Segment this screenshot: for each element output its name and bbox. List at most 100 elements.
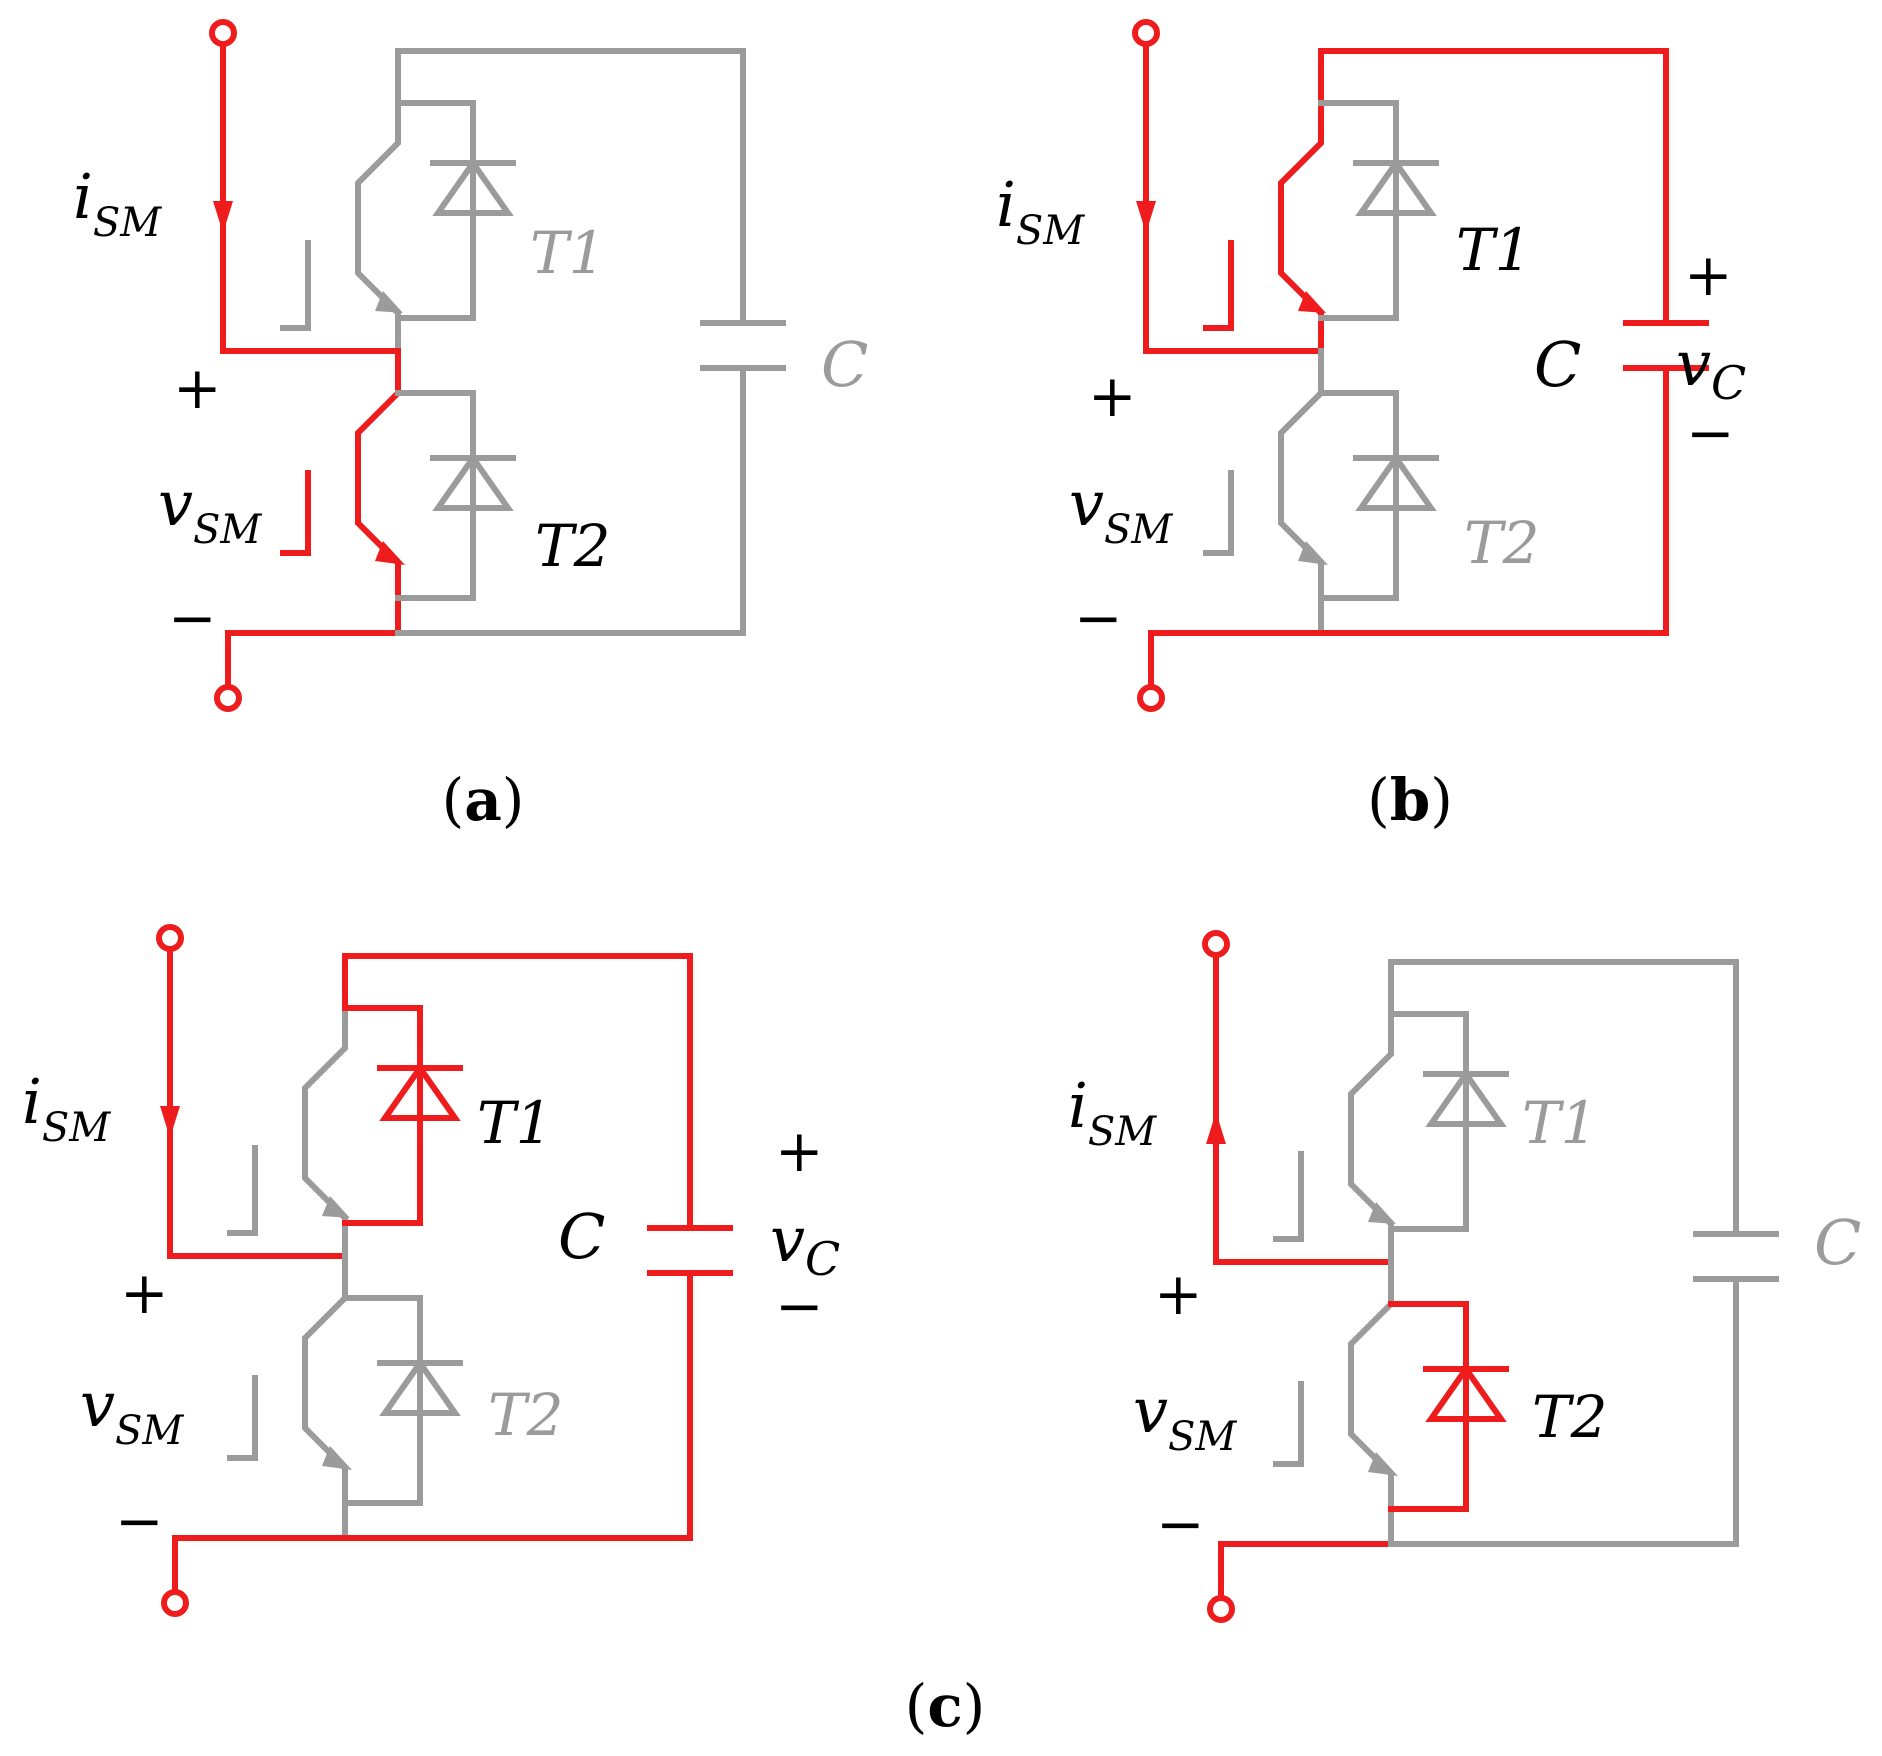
t2-igbt: [302, 1253, 348, 1541]
minus-sign: −: [1156, 1490, 1205, 1558]
plus-sign: +: [173, 354, 222, 422]
cap-top-wire: [395, 48, 746, 326]
external-wire: [1143, 41, 1324, 354]
t2-gate: [227, 1375, 258, 1461]
cap-bottom-wire: [342, 1270, 693, 1541]
capacitor-label: C: [1534, 328, 1581, 401]
cap-top-wire: [1388, 959, 1739, 1237]
t1-diode-icon: [1355, 157, 1437, 216]
arrow-down-icon: [1136, 201, 1156, 233]
t1-igbt: [1278, 100, 1324, 354]
bottom-terminal-icon: [214, 684, 242, 712]
t1-emitter-arrow-icon: [1368, 1202, 1396, 1224]
vc-minus-sign: −: [1686, 399, 1735, 467]
cap-bottom-wire: [1388, 1276, 1739, 1547]
t1-label: T1: [477, 1089, 553, 1157]
vc-label: vC: [770, 1203, 840, 1286]
arrow-up-icon: [1206, 1112, 1226, 1144]
t2-diode-wire: [1318, 390, 1399, 601]
t1-diode-icon: [432, 157, 514, 216]
panel-a: [209, 19, 786, 712]
t2-diode-icon: [1355, 452, 1437, 511]
caption-a: (a): [442, 766, 525, 834]
cap-bottom-wire: [395, 365, 746, 636]
t1-diode-icon: [379, 1062, 461, 1121]
t1-emitter-arrow-icon: [1298, 291, 1326, 313]
minus-sign: −: [1074, 584, 1123, 652]
t1-emitter-arrow-icon: [322, 1196, 350, 1218]
panel-c-right: [1202, 930, 1779, 1623]
t2-gate: [1273, 1381, 1304, 1467]
top-terminal-icon: [209, 19, 237, 47]
vc-label: vC: [1676, 327, 1746, 410]
t1-emitter-arrow-icon: [375, 291, 403, 313]
capacitor-label: C: [1814, 1206, 1861, 1279]
labels-b: iSM + vSM − T1 T2 C + vC −: [996, 168, 1746, 652]
t1-diode-icon: [1425, 1068, 1507, 1127]
external-wire: [220, 41, 401, 354]
t2-gate: [280, 470, 311, 556]
t2-gate: [1203, 470, 1234, 556]
bottom-wire: [1218, 1541, 1394, 1599]
t2-igbt: [1348, 1259, 1394, 1547]
t2-diode-icon: [1425, 1363, 1507, 1422]
plus-sign: +: [1088, 362, 1137, 430]
t1-gate: [227, 1145, 258, 1236]
vc-plus-sign: +: [1684, 241, 1733, 309]
current-label: iSM: [996, 168, 1085, 254]
current-label: iSM: [1068, 1069, 1157, 1155]
t2-igbt: [1278, 348, 1324, 636]
minus-sign: −: [168, 584, 217, 652]
voltage-label: vSM: [1069, 467, 1173, 553]
panel-b: [1132, 19, 1709, 712]
t2-diode-wire: [342, 1295, 423, 1506]
top-terminal-icon: [156, 924, 184, 952]
t2-label: T2: [488, 1381, 564, 1449]
current-label: iSM: [22, 1065, 111, 1151]
t2-emitter-arrow-icon: [375, 541, 405, 565]
t2-label: T2: [535, 512, 611, 580]
t2-diode-wire: [1388, 1301, 1469, 1512]
bottom-terminal-icon: [1207, 1595, 1235, 1623]
plus-sign: +: [1154, 1260, 1203, 1328]
t1-igbt: [302, 1005, 348, 1259]
caption-b: (b): [1367, 766, 1453, 834]
t2-emitter-arrow-icon: [1368, 1452, 1398, 1476]
minus-sign: −: [115, 1487, 164, 1555]
voltage-label: vSM: [1133, 1374, 1237, 1460]
t1-gate: [280, 240, 311, 331]
vc-plus-sign: +: [775, 1117, 824, 1185]
t1-gate: [1203, 240, 1234, 331]
t1-label: T1: [530, 219, 606, 287]
labels-c-left: iSM + vSM − T1 T2 C + vC −: [22, 1065, 840, 1555]
panel-c-left: [156, 924, 733, 1617]
labels-c-right: iSM + vSM − T1 T2 C: [1068, 1069, 1861, 1558]
t2-diode-icon: [379, 1357, 461, 1416]
bottom-wire: [225, 630, 401, 688]
external-wire: [167, 946, 348, 1259]
current-label: iSM: [73, 160, 162, 246]
capacitor-label: C: [821, 328, 868, 401]
labels-a: iSM + vSM − T1 T2 C: [73, 160, 868, 652]
voltage-label: vSM: [80, 1368, 184, 1454]
t2-label: T2: [1464, 509, 1540, 577]
cap-top-wire: [342, 953, 693, 1231]
bottom-wire: [172, 1535, 348, 1593]
bottom-wire: [1148, 630, 1324, 688]
external-wire: [1213, 952, 1394, 1265]
t1-igbt: [355, 100, 401, 354]
vc-minus-sign: −: [775, 1272, 824, 1340]
capacitor-label: C: [558, 1200, 605, 1273]
plus-sign: +: [120, 1259, 169, 1327]
t2-emitter-arrow-icon: [1298, 541, 1328, 565]
t2-igbt: [355, 348, 401, 636]
t1-gate: [1273, 1151, 1304, 1242]
caption-c: (c): [905, 1672, 986, 1740]
t2-diode-wire: [395, 390, 476, 601]
t2-diode-icon: [432, 452, 514, 511]
t1-label: T1: [1456, 216, 1532, 284]
t1-label: T1: [1522, 1089, 1598, 1157]
bottom-terminal-icon: [161, 1589, 189, 1617]
